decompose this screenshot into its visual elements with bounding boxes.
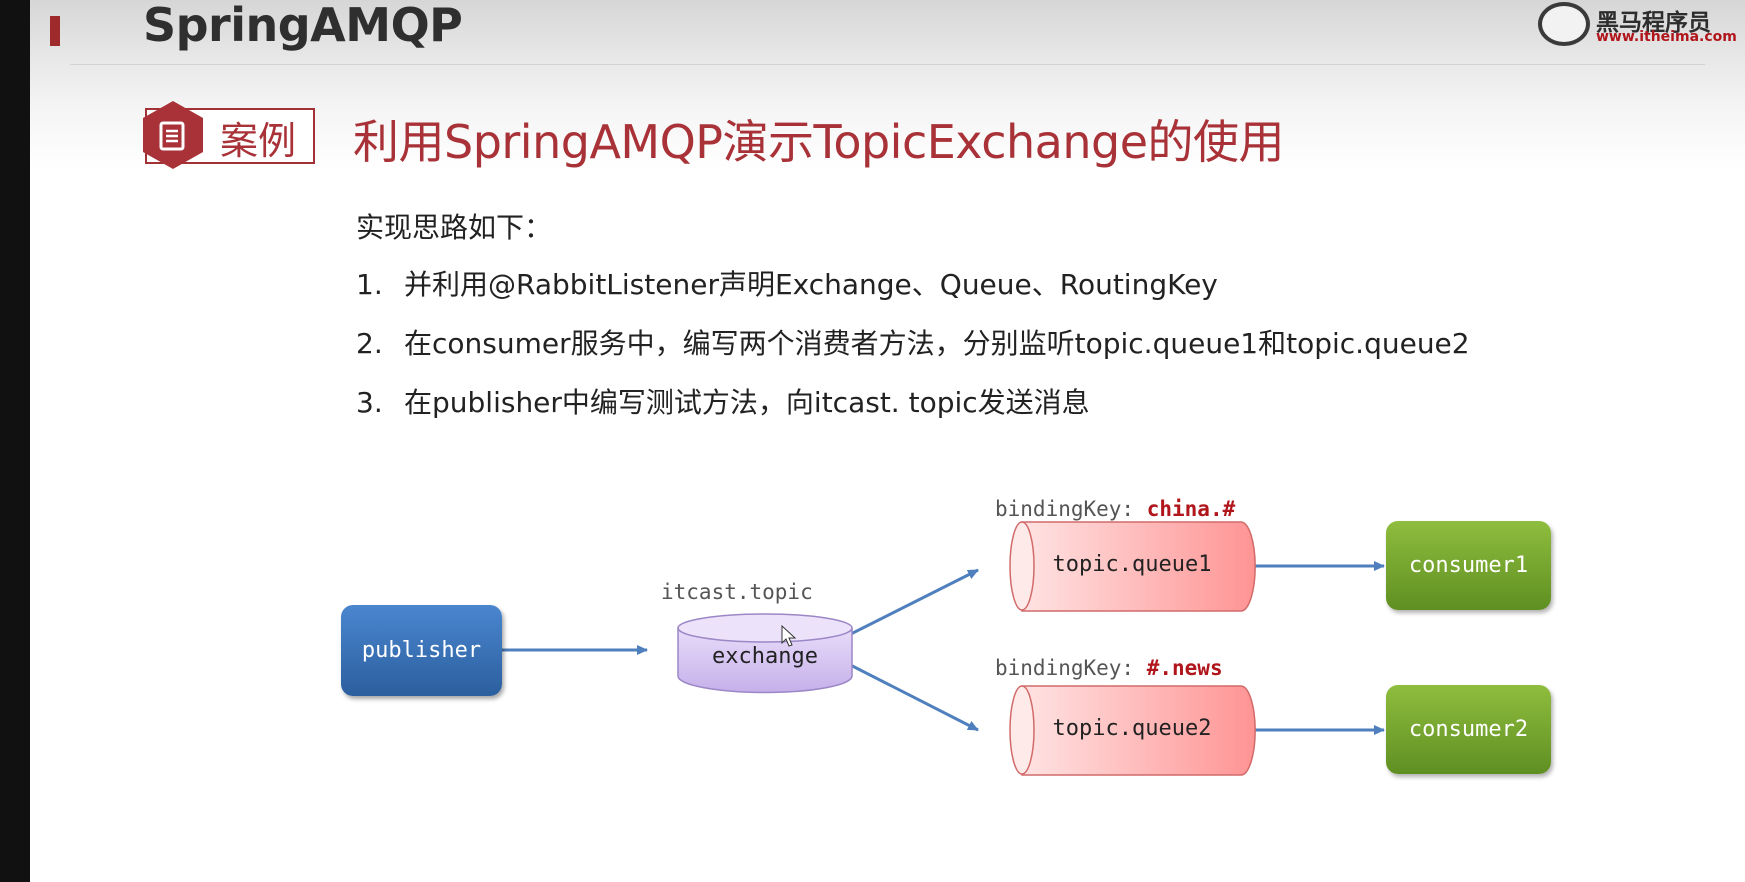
header-title: SpringAMQP — [143, 0, 463, 52]
step-3: 3. 在publisher中编写测试方法，向itcast. topic发送消息 — [356, 381, 1090, 421]
logo-brand-name: 黑马程序员 — [1596, 10, 1711, 36]
consumer2-node: consumer2 — [1386, 685, 1551, 774]
queue2-cylinder — [1009, 685, 1256, 776]
binding-key-1: bindingKey: china.# — [995, 497, 1235, 521]
topic-exchange-diagram — [502, 521, 1385, 776]
exchange-label: exchange — [712, 644, 818, 669]
step-number: 2. — [356, 327, 383, 360]
binding-key-value: #.news — [1146, 656, 1223, 680]
brand-mark — [50, 16, 60, 46]
step-1: 1. 并利用@RabbitListener声明Exchange、Queue、Rou… — [356, 263, 1218, 303]
binding-key-prefix: bindingKey: — [995, 497, 1135, 521]
step-number: 1. — [356, 268, 383, 301]
step-text: 在consumer服务中，编写两个消费者方法，分别监听topic.queue1和… — [404, 327, 1470, 360]
horse-logo-icon — [1538, 2, 1590, 46]
exchange-cylinder — [677, 613, 853, 694]
publisher-node: publisher — [341, 605, 502, 696]
binding-key-2: bindingKey: #.news — [995, 656, 1223, 680]
step-number: 3. — [356, 386, 383, 419]
logo-url: www.itheima.com — [1596, 29, 1737, 45]
intro-text: 实现思路如下： — [356, 211, 553, 244]
consumer1-node: consumer1 — [1386, 521, 1551, 610]
itheima-logo: 黑马程序员 www.itheima.com — [1538, 0, 1737, 50]
queue1-cylinder — [1009, 521, 1256, 612]
queue1-label: topic.queue1 — [1052, 552, 1212, 577]
step-text: 并利用@RabbitListener声明Exchange、Queue、Routi… — [404, 268, 1218, 301]
case-label: 案例 — [220, 119, 297, 163]
queue2-label: topic.queue2 — [1052, 716, 1212, 741]
exchange-name-label: itcast.topic — [661, 580, 813, 604]
mouse-cursor-icon — [781, 624, 797, 647]
case-title: 利用SpringAMQP演示TopicExchange的使用 — [353, 115, 1285, 169]
header-divider — [70, 64, 1705, 65]
slide: SpringAMQP 黑马程序员 www.itheima.com 案例 利用Sp… — [30, 0, 1745, 882]
step-2: 2. 在consumer服务中，编写两个消费者方法，分别监听topic.queue… — [356, 322, 1470, 362]
binding-key-value: china.# — [1146, 497, 1236, 521]
step-text: 在publisher中编写测试方法，向itcast. topic发送消息 — [404, 386, 1090, 419]
binding-key-prefix: bindingKey: — [995, 656, 1135, 680]
